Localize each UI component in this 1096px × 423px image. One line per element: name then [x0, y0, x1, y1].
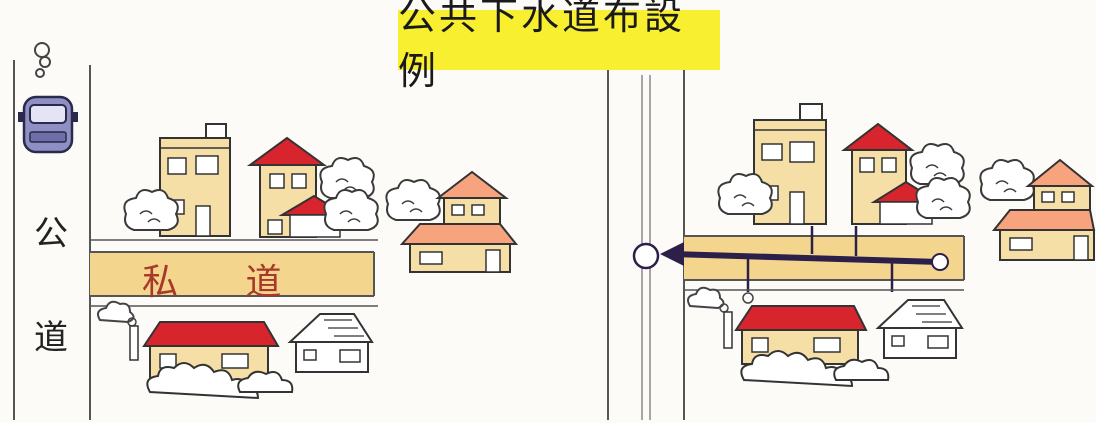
red-roof-house-right [841, 122, 942, 225]
house-far-right [979, 158, 1096, 261]
right-panel [607, 70, 1096, 420]
tree-icon [385, 179, 441, 221]
private-road [90, 251, 375, 297]
exhaust-icon [687, 286, 754, 313]
gable-house-left [287, 313, 374, 373]
flow-arrow-icon [660, 242, 684, 266]
public-road-label-2: 道 [34, 318, 68, 358]
diagram-title-box: 公共下水道布設例 [398, 0, 720, 93]
exhaust-icon [97, 300, 137, 327]
car-icon [18, 42, 78, 154]
private-road-label: 私 道 [142, 262, 310, 303]
sewer-main-pipe [671, 251, 941, 265]
public-road-label-1: 公 [34, 214, 68, 254]
tree-icon [979, 159, 1035, 201]
gable-house-right [875, 299, 964, 359]
manhole-icon [931, 253, 949, 271]
diagram-title: 公共下水道布設例 [398, 0, 686, 93]
house-end-of-private-road [385, 170, 519, 273]
private-road-with-sewer [632, 226, 965, 292]
left-panel [13, 42, 519, 420]
manhole-icon [632, 242, 660, 270]
